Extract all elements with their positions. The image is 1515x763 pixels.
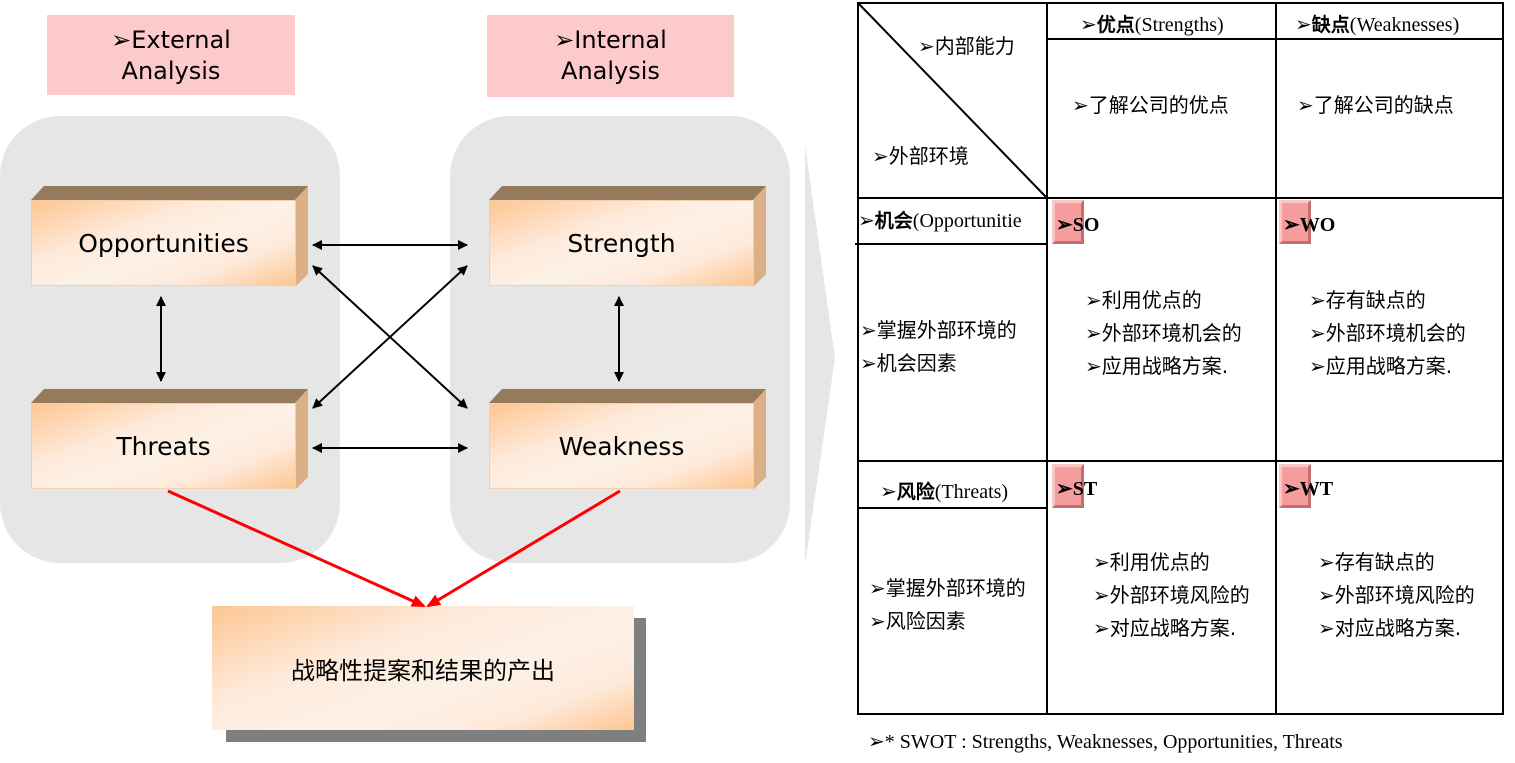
- opportunities-box: Opportunities: [31, 186, 308, 288]
- st-strategy-text: ➢利用优点的 ➢外部环境风险的 ➢对应战略方案.: [1093, 550, 1250, 640]
- so-tag: [1052, 200, 1084, 244]
- so-strategy-text: ➢利用优点的 ➢外部环境机会的 ➢应用战略方案.: [1085, 288, 1242, 378]
- threats-label: Threats: [31, 403, 296, 489]
- so-tag-label: ➢SO: [1056, 214, 1100, 236]
- corner-internal-label: ➢内部能力: [918, 34, 1015, 58]
- row-desc-opportunities: ➢掌握外部环境的 ➢机会因素: [860, 318, 1017, 375]
- result-box: 战略性提案和结果的产出: [212, 606, 634, 730]
- row-desc-threats: ➢掌握外部环境的 ➢风险因素: [869, 576, 1026, 633]
- wo-tag-label: ➢WO: [1283, 214, 1336, 236]
- swot-footnote: ➢* SWOT : Strengths, Weaknesses, Opportu…: [868, 731, 1343, 753]
- external-header-line1: External: [131, 26, 231, 54]
- row-header-opportunities: ➢机会(Opportunitie: [858, 210, 1022, 232]
- diagram-arrows: [156, 240, 624, 608]
- internal-analysis-header: ➢Internal Analysis: [487, 15, 734, 97]
- bullet-arrow-icon: ➢: [554, 26, 575, 54]
- column-desc-strengths: ➢了解公司的优点: [1072, 93, 1229, 117]
- strength-label: Strength: [489, 200, 754, 286]
- wo-tag: [1279, 200, 1311, 244]
- strength-box: Strength: [489, 186, 766, 288]
- result-box-label: 战略性提案和结果的产出: [291, 656, 555, 685]
- bullet-arrow-icon: ➢: [111, 26, 132, 54]
- st-tag: [1052, 464, 1084, 508]
- threats-box: Threats: [31, 389, 308, 491]
- opportunities-label: Opportunities: [31, 200, 296, 286]
- wt-tag: [1279, 464, 1311, 508]
- row-header-threats: ➢风险(Threats): [880, 481, 1009, 503]
- st-tag-label: ➢ST: [1056, 478, 1098, 500]
- chevron-separator-icon: [805, 145, 835, 565]
- red-arrow-weakness-result: [426, 489, 621, 608]
- wo-strategy-text: ➢存有缺点的 ➢外部环境机会的 ➢应用战略方案.: [1309, 288, 1466, 378]
- arrow-threats-strength: [312, 265, 468, 409]
- internal-header-line1: Internal: [574, 26, 667, 54]
- weakness-box: Weakness: [489, 389, 766, 491]
- internal-header-line2: Analysis: [561, 57, 660, 85]
- red-arrow-threats-result: [167, 489, 426, 608]
- corner-external-label: ➢外部环境: [872, 144, 969, 168]
- weakness-label: Weakness: [489, 403, 754, 489]
- external-analysis-header: ➢External Analysis: [47, 15, 295, 95]
- wt-strategy-text: ➢存有缺点的 ➢外部环境风险的 ➢对应战略方案.: [1318, 550, 1475, 640]
- column-header-weaknesses: ➢缺点(Weaknesses): [1295, 14, 1460, 36]
- column-header-strengths: ➢优点(Strengths): [1080, 14, 1224, 36]
- wt-tag-label: ➢WT: [1283, 478, 1334, 500]
- column-desc-weaknesses: ➢了解公司的缺点: [1297, 93, 1454, 117]
- external-header-line2: Analysis: [121, 57, 221, 85]
